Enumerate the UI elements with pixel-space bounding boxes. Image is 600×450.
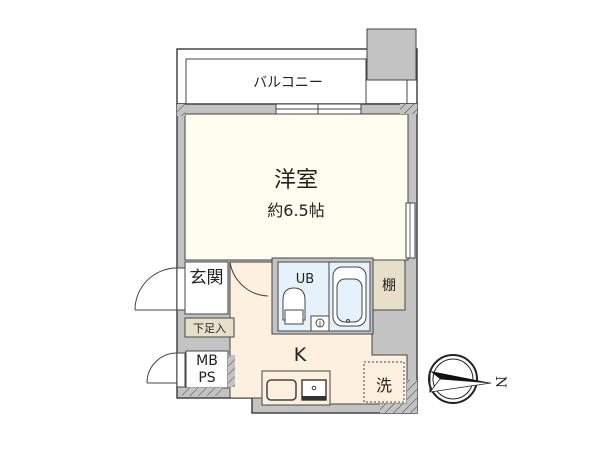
shoe-box bbox=[184, 317, 235, 338]
entrance-door bbox=[134, 267, 186, 311]
kitchen-counter bbox=[261, 370, 331, 406]
unit-bath-label: UB bbox=[295, 272, 315, 287]
room-door bbox=[229, 261, 272, 300]
balcony-area bbox=[176, 28, 418, 105]
unit-bath bbox=[271, 257, 374, 335]
western-room-floor bbox=[184, 113, 409, 261]
western-room-area: 約6.5帖 bbox=[267, 201, 325, 220]
balcony-label: バルコニー bbox=[253, 75, 323, 91]
western-room-label: 洋室 bbox=[273, 168, 318, 193]
shoe-box-label: 下足入 bbox=[193, 322, 226, 335]
compass-north-arrow-icon bbox=[428, 354, 492, 404]
mb-label: MB bbox=[196, 353, 218, 369]
kitchen-label: K bbox=[293, 344, 307, 366]
entrance-floor bbox=[184, 261, 229, 315]
side-window bbox=[405, 202, 416, 259]
entrance-label: 玄関 bbox=[189, 268, 224, 288]
washer-space bbox=[363, 361, 405, 403]
balcony-sliding-window bbox=[275, 103, 362, 115]
washer-label: 洗 bbox=[375, 376, 392, 395]
ps-label: PS bbox=[198, 370, 216, 386]
shelf-label: 棚 bbox=[382, 278, 396, 294]
shelf bbox=[372, 259, 406, 311]
mb-ps-door bbox=[146, 352, 186, 388]
kitchen-sink bbox=[266, 379, 297, 401]
compass-north-label: N bbox=[492, 375, 508, 389]
